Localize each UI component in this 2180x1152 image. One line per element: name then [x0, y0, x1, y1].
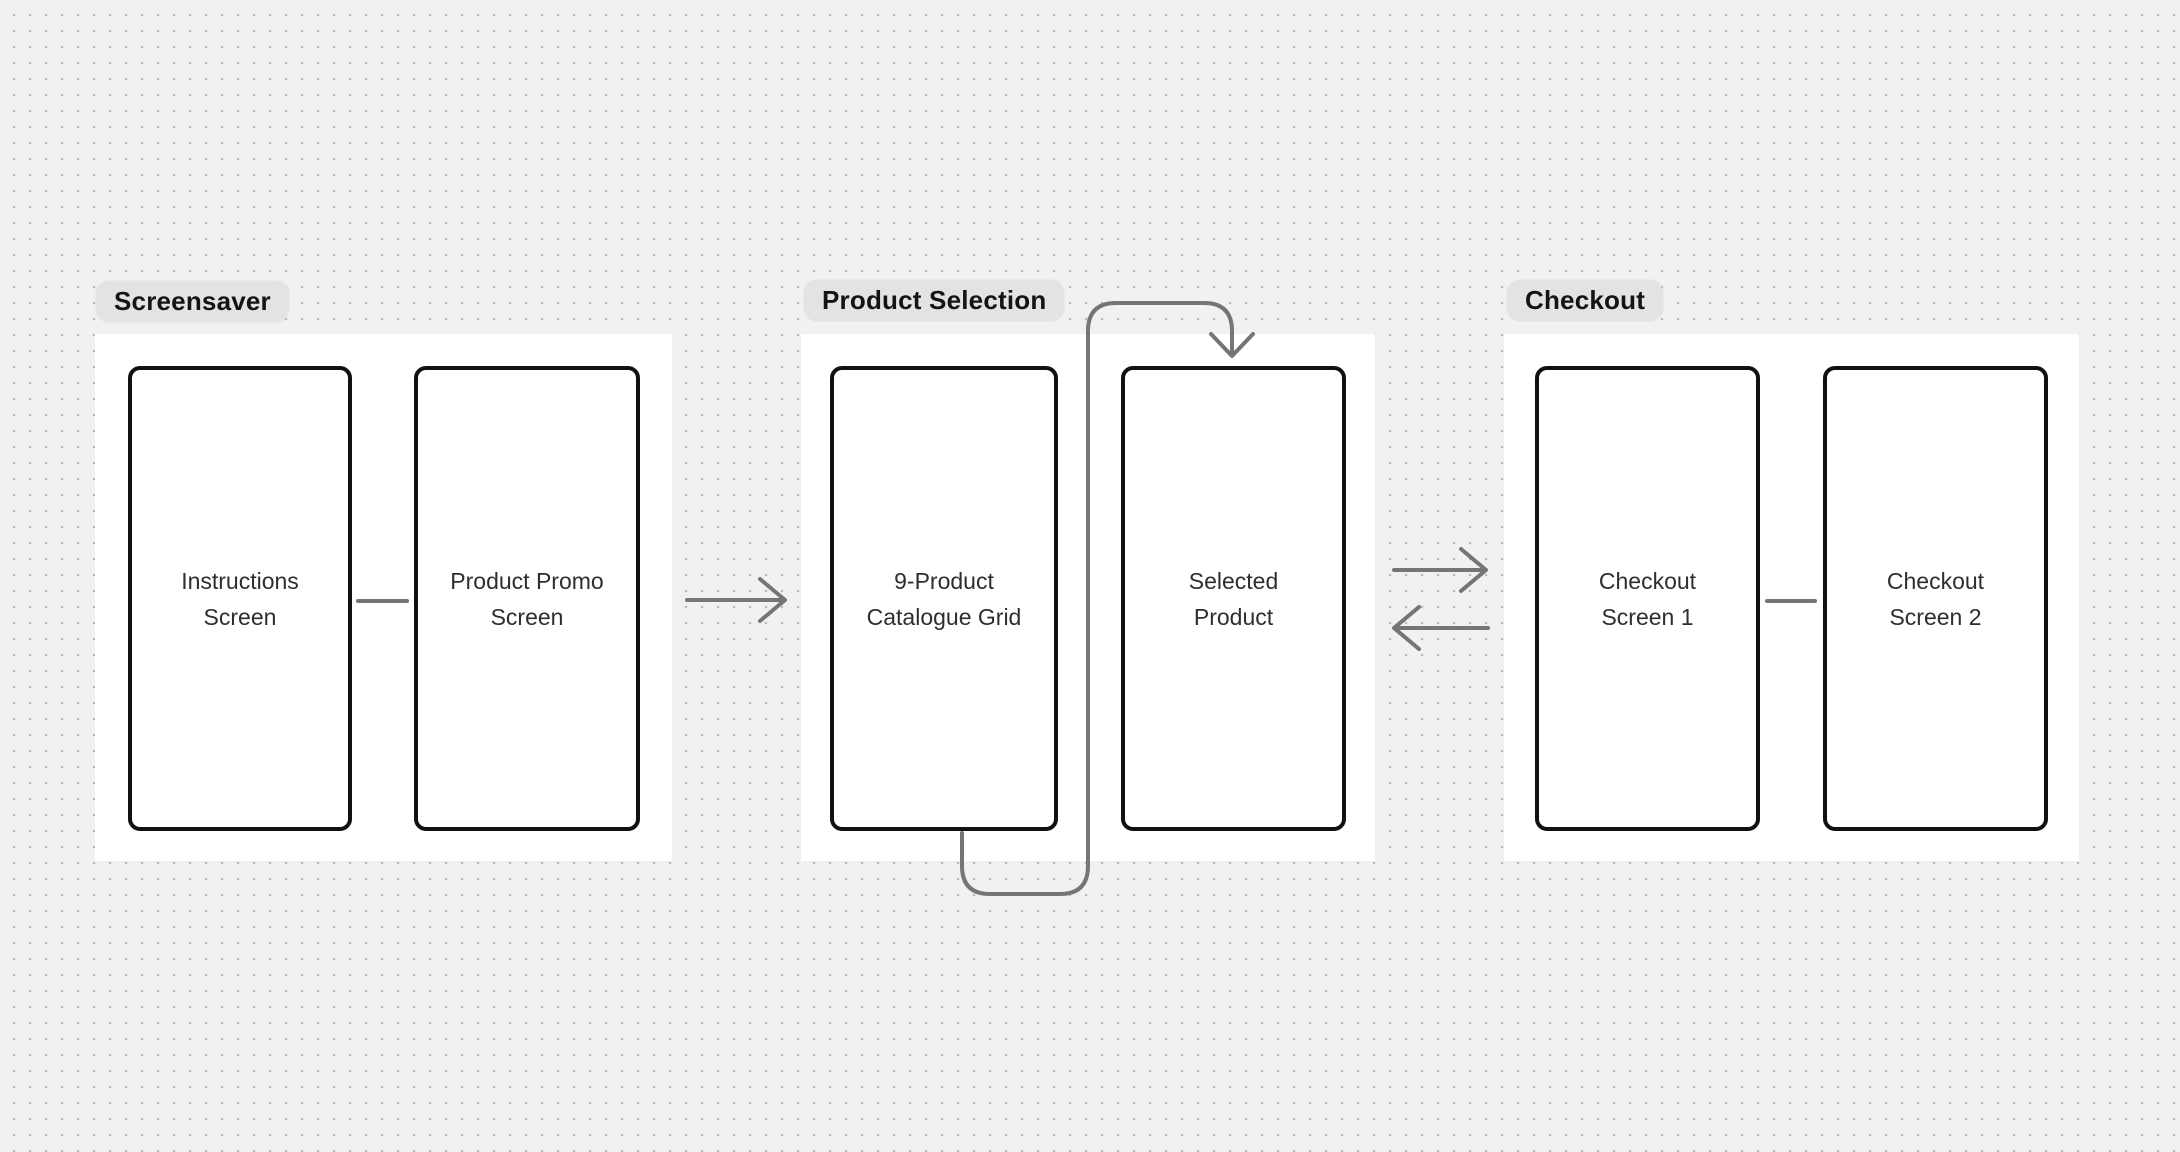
frame-checkout-screen-2[interactable]: Checkout Screen 2 [1823, 366, 2048, 831]
frame-title-selected-product: Selected Product [1188, 567, 1279, 630]
frame-title-catalogue-grid: 9-Product Catalogue Grid [866, 567, 1022, 630]
frame-title-checkout-screen-1: Checkout Screen 1 [1598, 567, 1697, 630]
section-label-checkout[interactable]: Checkout [1507, 280, 1664, 321]
frame-title-instructions-screen: Instructions Screen [181, 567, 299, 630]
frame-title-product-promo-screen: Product Promo Screen [450, 567, 604, 630]
frame-catalogue-grid[interactable]: 9-Product Catalogue Grid [830, 366, 1058, 831]
frame-selected-product[interactable]: Selected Product [1121, 366, 1346, 831]
section-label-screensaver[interactable]: Screensaver [96, 281, 289, 322]
arrow-checkout-to-product-selection[interactable] [1392, 605, 1490, 651]
arrow-catalogue-to-selected-product[interactable] [960, 301, 1255, 896]
arrow-screensaver-to-product-selection[interactable] [685, 577, 787, 623]
frame-instructions-screen[interactable]: Instructions Screen [128, 366, 352, 831]
frame-checkout-screen-1[interactable]: Checkout Screen 1 [1535, 366, 1760, 831]
arrow-product-selection-to-checkout[interactable] [1392, 547, 1488, 593]
frame-title-checkout-screen-2: Checkout Screen 2 [1886, 567, 1985, 630]
section-label-product-selection[interactable]: Product Selection [804, 280, 1065, 321]
frame-product-promo-screen[interactable]: Product Promo Screen [414, 366, 640, 831]
